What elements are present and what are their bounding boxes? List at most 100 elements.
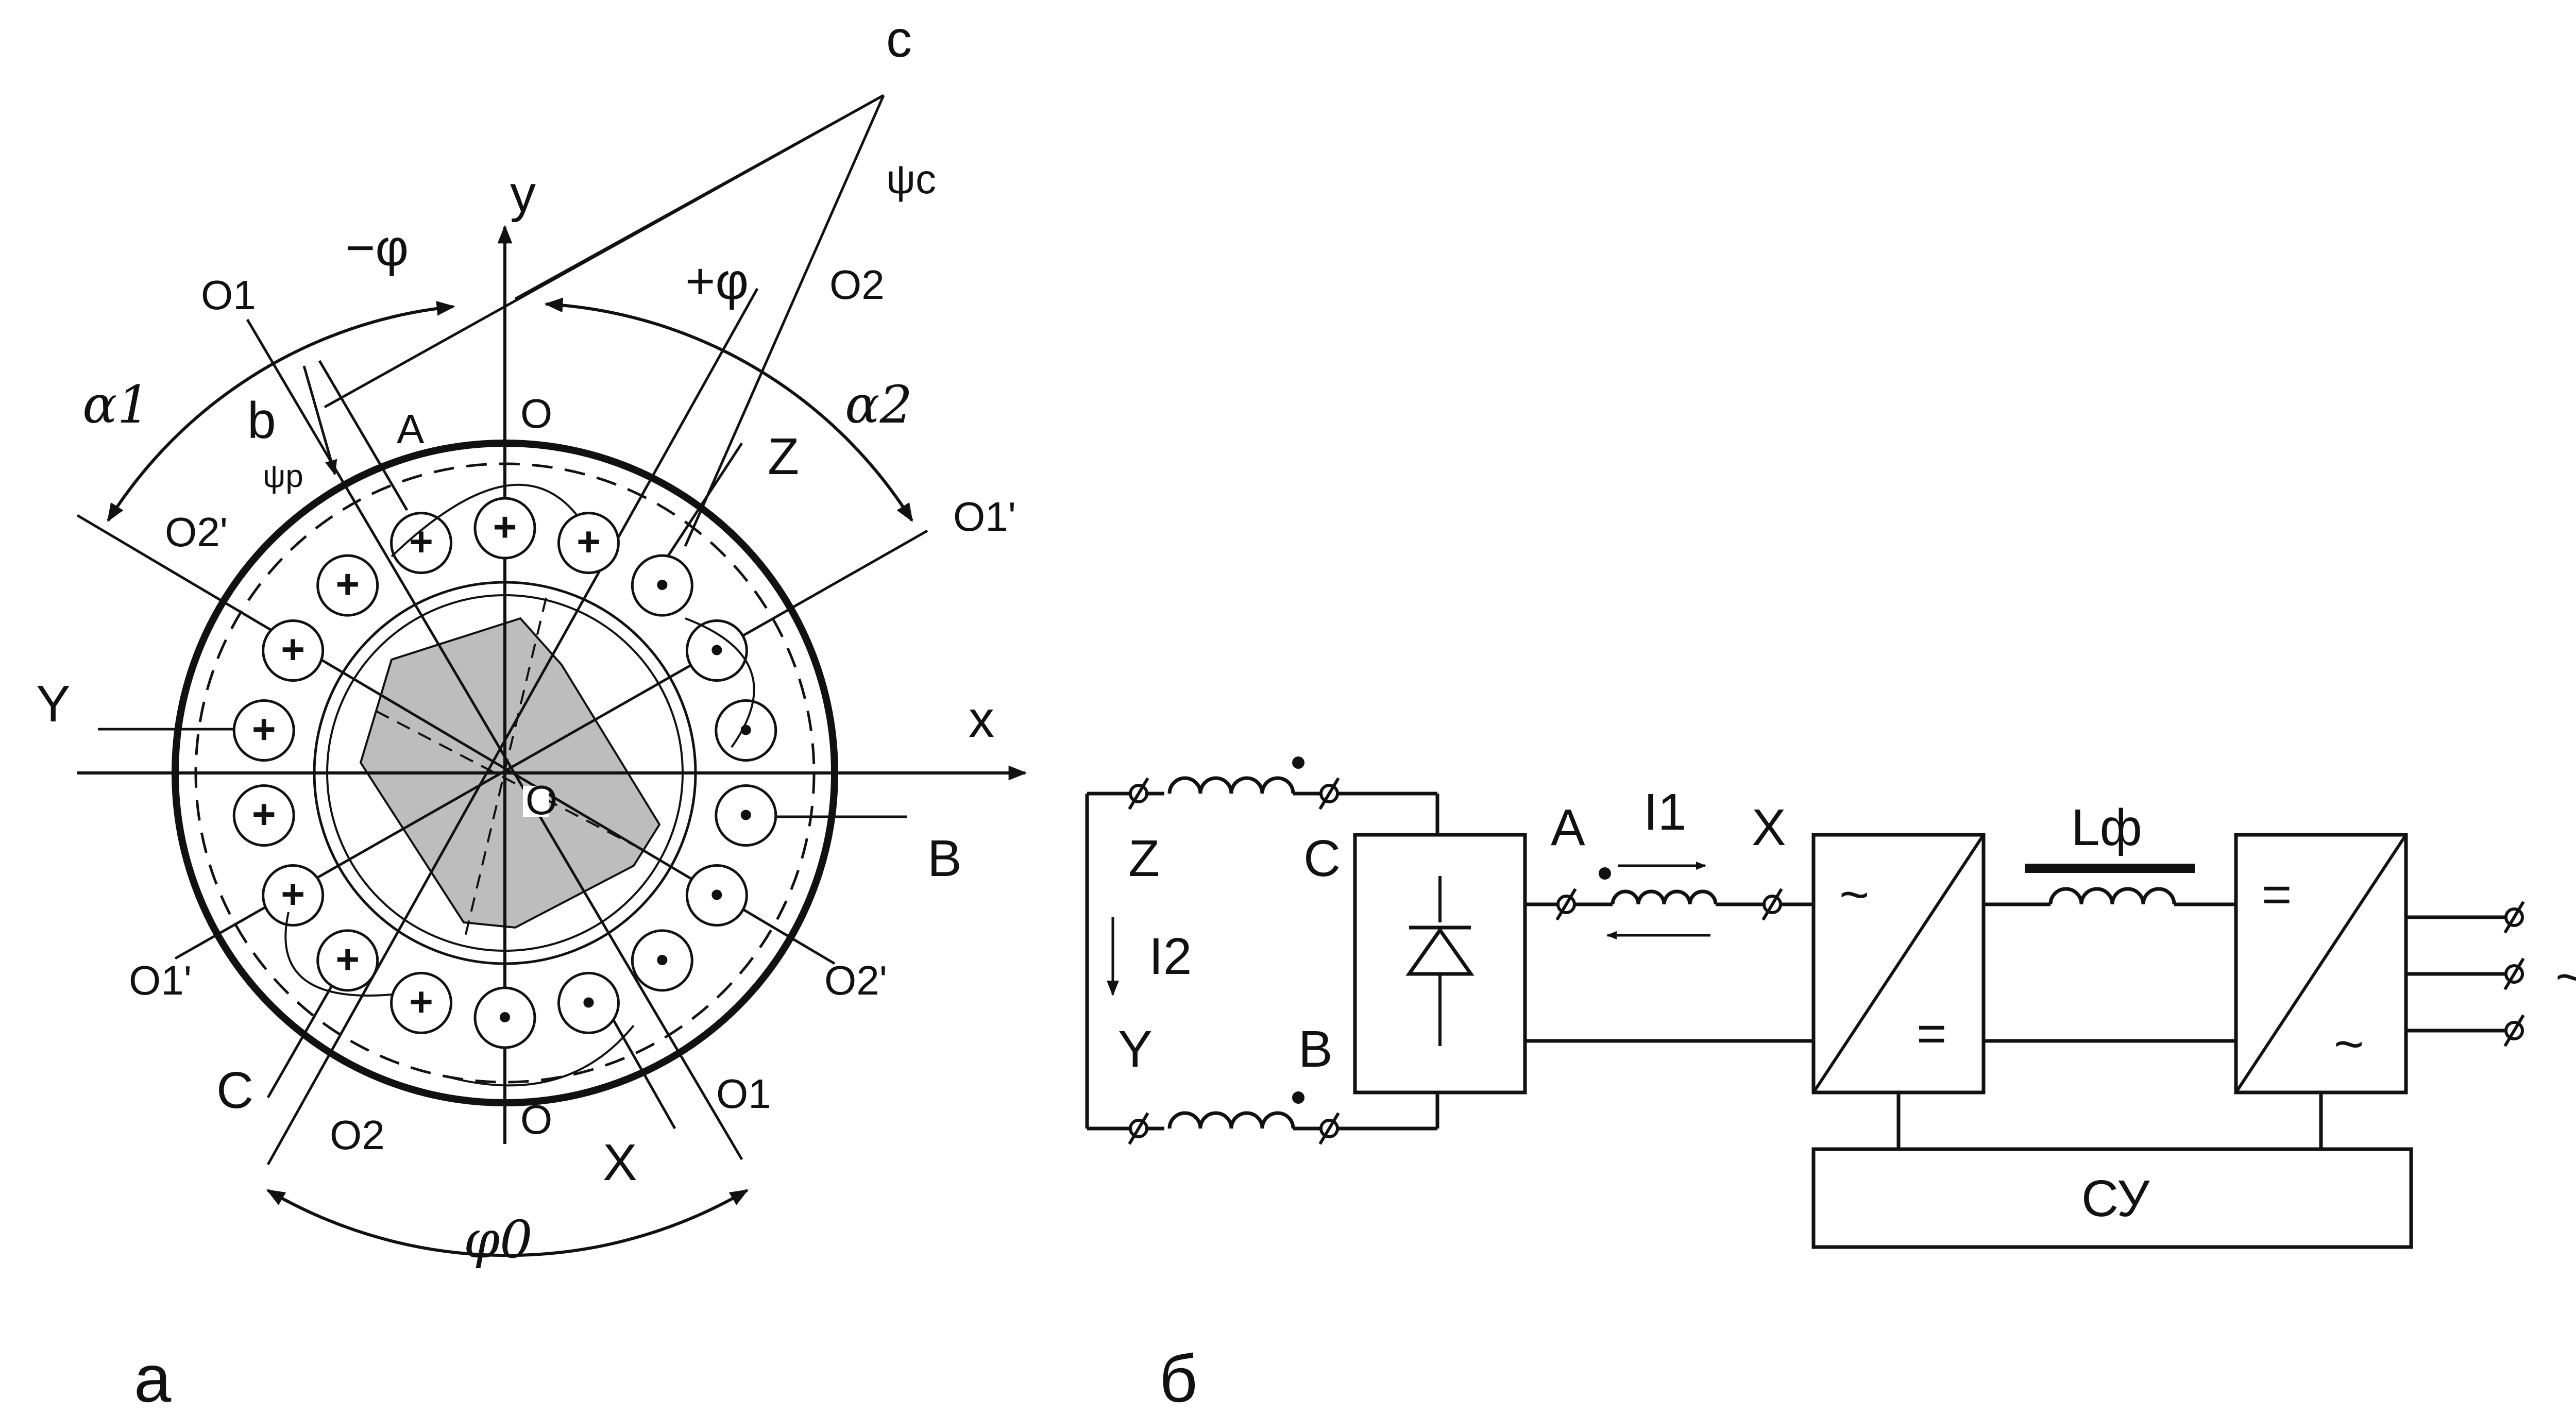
slot-plus-symbol: + [281, 627, 305, 672]
stator-slot [715, 784, 777, 847]
terminal-marks-dc [1555, 888, 1783, 921]
psi-c-line [514, 94, 885, 300]
label-o-bottom: O [520, 1097, 552, 1142]
converter-1-dc-symbol: = [1917, 1005, 1946, 1063]
terminal-label-Z: Z [768, 428, 799, 485]
slot-dot-symbol: • [499, 997, 512, 1037]
terminal-label-A: A [397, 406, 425, 452]
label-o1-top: O1 [201, 272, 256, 318]
end-turn-loop-1 [391, 483, 578, 558]
slot-plus-symbol: + [493, 504, 517, 550]
arc-alpha-1 [107, 300, 455, 523]
slot-dot-symbol: • [740, 794, 753, 834]
label-y-axis: y [510, 165, 536, 223]
label-o-top: O [520, 391, 552, 436]
terminal-marks-left [1128, 777, 1340, 1145]
center-marker [523, 786, 549, 817]
winding-bottom-dot [1292, 1091, 1304, 1104]
arc-phi-0 [266, 1189, 749, 1257]
label-psi-p: ψp [263, 459, 303, 494]
slot-plus-symbol: + [252, 791, 276, 837]
label-alpha-2: α2 [845, 375, 912, 435]
winding-top-dot [1292, 756, 1304, 769]
terminal-mark-A [1555, 888, 1577, 921]
slot-plus-symbol: + [281, 871, 305, 917]
terminal-mark-out-1 [2503, 901, 2525, 934]
diode-triangle [1405, 927, 1475, 976]
converter-1-ac-symbol: ~ [1839, 866, 1869, 923]
label-plus-phi: +φ [685, 252, 749, 310]
stator-slot [390, 971, 453, 1034]
stator-slot [262, 619, 325, 682]
label-terminal-X: X [1752, 799, 1786, 856]
converter-2-ac-symbol: ~ [2334, 1015, 2364, 1073]
rotor-dashed-line-2 [376, 710, 634, 846]
lead-A [318, 360, 409, 511]
stator-slot [473, 986, 536, 1049]
label-current-I2: I2 [1149, 928, 1192, 985]
slot-plus-symbol: + [577, 519, 601, 565]
inductor-dc-link [1611, 889, 1718, 905]
terminal-mark-B [1318, 1112, 1340, 1145]
inductor-filter [2048, 887, 2176, 905]
stator-slot [685, 864, 748, 927]
terminal-label-Y: Y [36, 675, 71, 733]
slot-dot-symbol: • [710, 874, 723, 915]
terminal-label-C: C [216, 1062, 253, 1119]
slot-dot-symbol: • [656, 564, 669, 604]
label-o2-bottom: O2 [330, 1112, 385, 1158]
panel-label-b: б [1159, 1341, 1197, 1414]
label-phi-0: φ0 [464, 1209, 533, 1270]
end-turn-loop-3 [284, 912, 392, 997]
label-o2prime-left: O2' [165, 509, 228, 555]
control-unit-label: СУ [2081, 1170, 2150, 1227]
slot-plus-symbol: + [409, 519, 433, 565]
stator-slot [262, 864, 325, 927]
psi-p-arrow [302, 365, 337, 476]
converter-2-diagonal [2234, 834, 2408, 1093]
stator-slot [631, 929, 693, 992]
stator-slot [390, 512, 453, 575]
panel-label-a: а [134, 1341, 172, 1414]
stator-slot [715, 699, 777, 762]
terminal-mark-out-3 [2503, 1014, 2525, 1047]
stator-slot [316, 929, 379, 992]
slot-plus-symbol: + [252, 706, 276, 752]
stator-slot [232, 699, 295, 762]
terminal-mark-Y [1128, 1112, 1149, 1145]
terminal-mark-C [1318, 777, 1340, 810]
terminal-label-X: X [603, 1134, 637, 1191]
stator-slot [232, 784, 295, 847]
converter-2-dc-symbol: = [2262, 866, 2292, 923]
terminal-marks-out [2503, 901, 2525, 1047]
end-turn-loop-4 [448, 1024, 635, 1087]
stator-slot [685, 619, 748, 682]
panel-a: ++••••••••++++++++ y x c ψc b ψp −φ +φ α… [36, 10, 1027, 1414]
end-turn-loop-2 [685, 617, 755, 748]
terminal-mark-X [1761, 888, 1783, 921]
output-ac-symbol: ~ [2555, 948, 2576, 1006]
stator-slot [316, 554, 379, 617]
panel-b: Z C I2 Y B A I1 X Lф ~ = = ~ ~ СУ б [1085, 756, 2576, 1414]
stator-slot [557, 512, 620, 575]
label-filter-L: Lф [2071, 799, 2142, 856]
label-o1prime-right: O1' [953, 494, 1016, 540]
stator-slot [473, 497, 536, 560]
terminal-mark-Z [1128, 777, 1149, 810]
label-o1prime-left: O1' [129, 957, 192, 1003]
stator-slot [631, 554, 693, 617]
label-x-axis: x [969, 691, 994, 748]
label-o1-bottom: O1 [716, 1071, 771, 1117]
label-point-b: b [247, 392, 276, 449]
arc-alpha-2 [544, 297, 913, 523]
label-terminal-Z: Z [1128, 830, 1160, 887]
label-terminal-Y: Y [1118, 1020, 1153, 1078]
label-minus-phi: −φ [345, 219, 409, 277]
label-psi-c: ψc [886, 156, 936, 202]
label-alpha-1: α1 [82, 375, 150, 435]
label-terminal-C: C [1303, 830, 1341, 887]
slot-plus-symbol: + [335, 936, 360, 982]
label-o2-top: O2 [829, 262, 885, 308]
slot-plus-symbol: + [409, 979, 433, 1024]
label-current-I1: I1 [1643, 783, 1686, 841]
